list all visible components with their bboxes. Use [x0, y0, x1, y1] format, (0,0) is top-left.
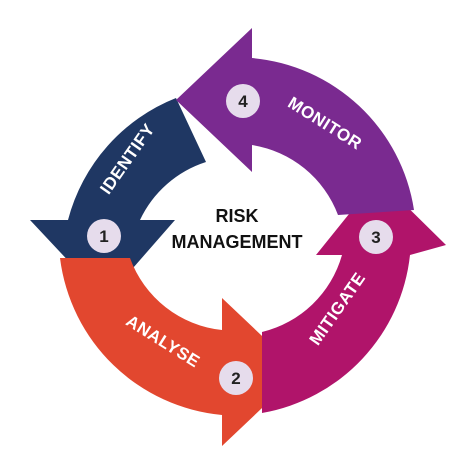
badge-4-circle	[226, 84, 260, 118]
identify-arrow	[30, 98, 206, 300]
monitor-arrow	[176, 28, 414, 215]
badge-4: 4	[226, 84, 260, 118]
badge-3-number: 3	[371, 228, 380, 247]
analyse-arrow	[60, 258, 300, 446]
badge-2: 2	[219, 361, 253, 395]
badge-4-number: 4	[238, 92, 248, 111]
badge-2-number: 2	[231, 369, 240, 388]
badge-3: 3	[359, 220, 393, 254]
badge-1-number: 1	[99, 227, 108, 246]
badge-1: 1	[87, 219, 121, 253]
badge-1-circle	[87, 219, 121, 253]
badge-2-circle	[219, 361, 253, 395]
badge-3-circle	[359, 220, 393, 254]
center-title-line1: RISK	[215, 206, 258, 226]
mitigate-arrow	[262, 178, 446, 413]
center-title-line2: MANAGEMENT	[172, 232, 303, 252]
